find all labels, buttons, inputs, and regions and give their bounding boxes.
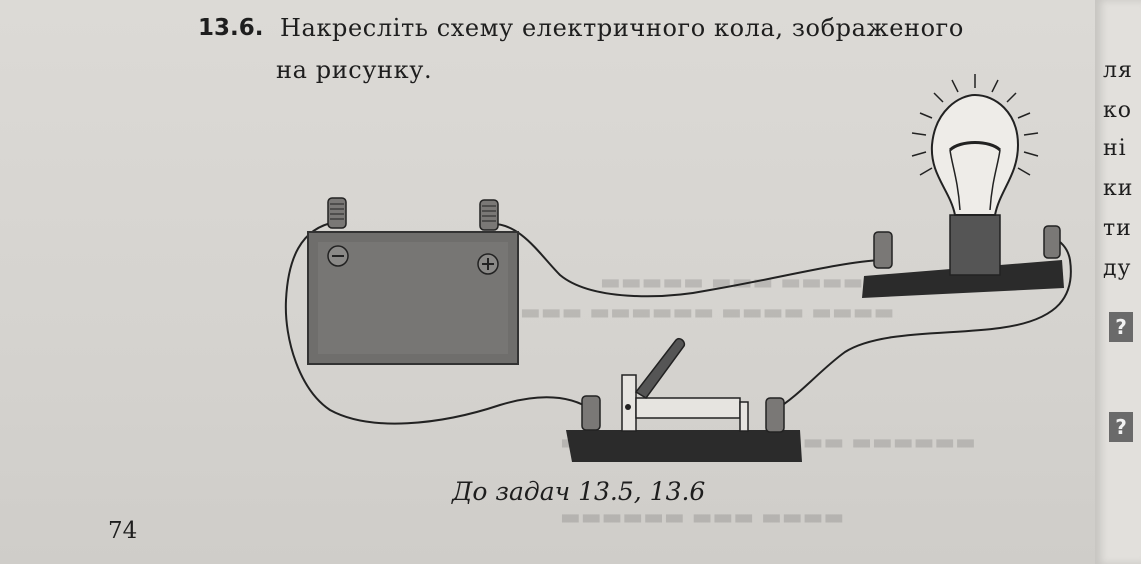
- lamp: [862, 74, 1064, 298]
- lamp-bulb: [930, 93, 1020, 216]
- problem-text-line-1: Накресліть схему електричного кола, зобр…: [280, 14, 964, 42]
- problem-number: 13.6.: [198, 15, 264, 41]
- page-number: 74: [108, 518, 138, 544]
- switch-left-terminal: [581, 395, 601, 431]
- book-page-left: ▬▬▬ ▬▬▬▬▬ ▬▬▬ ▬▬▬▬▬ ▬▬▬▬ ▬▬▬▬ ▬▬▬▬▬▬ ▬▬▬…: [0, 0, 1095, 564]
- wire-switch-to-lamp: [774, 237, 1072, 411]
- lamp-right-terminal: [1043, 225, 1061, 259]
- knife-switch: [566, 337, 802, 462]
- question-mark-badge: ?: [1109, 412, 1133, 442]
- wires: [284, 221, 1072, 425]
- circuit-figure: [284, 74, 1072, 462]
- right-page-line: ду: [1103, 256, 1132, 281]
- right-page-line: ти: [1103, 216, 1132, 241]
- switch-blade: [635, 397, 741, 419]
- right-page-line: ко: [1103, 98, 1132, 123]
- wire-battery-plus-to-lamp: [489, 222, 883, 298]
- wire-battery-minus-to-switch: [284, 221, 593, 425]
- switch-handle: [634, 337, 686, 399]
- right-page-line: ки: [1103, 176, 1134, 201]
- book-page-right: [1095, 0, 1141, 564]
- battery-minus-terminal: [327, 197, 347, 229]
- battery: [307, 197, 519, 365]
- switch-right-terminal: [765, 397, 785, 433]
- switch-base: [566, 430, 802, 462]
- lamp-left-terminal: [873, 231, 893, 269]
- switch-hinge: [621, 374, 637, 432]
- lamp-socket: [949, 214, 1001, 276]
- right-page-line: ні: [1103, 136, 1127, 161]
- right-page-line: ля: [1103, 58, 1133, 83]
- battery-plus-terminal: [479, 199, 499, 231]
- lamp-base: [862, 260, 1064, 298]
- figure-caption: До задач 13.5, 13.6: [452, 477, 706, 506]
- question-mark-badge: ?: [1109, 312, 1133, 342]
- problem-text-line-2: на рисунку.: [276, 56, 433, 84]
- lamp-rays: [911, 74, 1039, 176]
